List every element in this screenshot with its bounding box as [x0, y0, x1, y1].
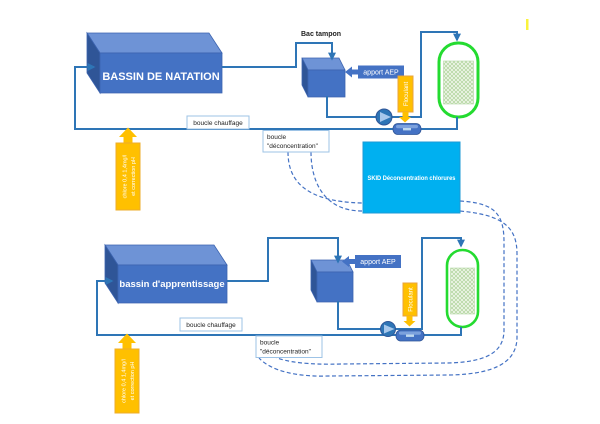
- filter-vessel-bottom: [445, 248, 480, 329]
- filter-vessel-top: [437, 41, 480, 119]
- water-supply-label-bottom: apport AEP: [342, 255, 401, 268]
- pool-apprentissage-box: bassin d'apprentissage: [104, 243, 228, 305]
- pool-natation-label: BASSIN DE NATATION: [102, 71, 219, 83]
- dashed-deconcentration-line-top-1: [287, 151, 364, 204]
- deconcentration-loop-text1-top: boucle: [267, 134, 287, 141]
- heat-exchanger-bottom: [395, 329, 425, 342]
- deconcentration-loop-label-bottom: boucle "déconcentration": [255, 335, 323, 358]
- buffer-tank-box-bottom: [310, 259, 354, 303]
- water-supply-text-top: apport AEP: [363, 70, 399, 77]
- water-supply-text-bottom: apport AEP: [360, 259, 396, 266]
- chlorine-dosing-text1-top: chlore 0,4 1,4mg/l: [123, 155, 129, 199]
- water-supply-label-top: apport AEP: [345, 65, 404, 79]
- chlorine-dosing-text1-bottom: chlore 0,4 1,4mg/l: [122, 359, 128, 403]
- pool-natation-box: BASSIN DE NATATION: [86, 31, 223, 95]
- flocculant-text-top: Floculant: [404, 82, 410, 107]
- chlorine-dosing-tag-bottom: chlore 0,4 1,4mg/l et correction pH: [114, 333, 140, 414]
- pipe-pool-to-buffer-bottom: [227, 237, 342, 282]
- deconcentration-loop-label-top: boucle "déconcentration": [262, 130, 330, 153]
- chlorine-dosing-text2-bottom: et correction pH: [130, 362, 136, 401]
- pipe-return-loop-top: [74, 63, 458, 130]
- pipe-pool-to-buffer-top: [222, 42, 336, 68]
- flocculant-tag-bottom: Floculant: [402, 282, 418, 327]
- circulation-pump-icon-bottom: [380, 321, 396, 337]
- circulation-pump-icon-top: [375, 108, 393, 126]
- chlorine-dosing-text2-top: et correction pH: [131, 157, 137, 196]
- dashed-deconcentration-line-right-2: [258, 210, 518, 377]
- heating-loop-text-top: boucle chauffage: [193, 120, 243, 127]
- pipe-return-loop-bottom: [96, 277, 462, 336]
- deconcentration-loop-text2-top: "déconcentration": [267, 143, 319, 150]
- heating-loop-text-bottom: boucle chauffage: [186, 322, 236, 329]
- heating-loop-label-top: boucle chauffage: [186, 115, 250, 130]
- stray-yellow-mark: [526, 19, 529, 30]
- pipe-buffer-to-filter-bottom: [337, 237, 465, 330]
- deconcentration-loop-text2-bottom: "déconcentration": [260, 349, 312, 356]
- heat-exchanger-top: [392, 123, 422, 135]
- chlorine-dosing-tag-top: chlore 0,4 1,4mg/l et correction pH: [115, 127, 141, 211]
- deconcentration-loop-text1-bottom: boucle: [260, 340, 280, 347]
- dashed-deconcentration-line-top-2: [310, 151, 363, 212]
- pipe-buffer-to-filter-top: [326, 31, 461, 118]
- heating-loop-label-bottom: boucle chauffage: [179, 317, 243, 332]
- pool-apprentissage-label: bassin d'apprentissage: [119, 279, 224, 290]
- buffer-tank-label-top: Bac tampon: [301, 31, 341, 38]
- skid-label: SKID Déconcentration chlorures: [368, 175, 456, 182]
- buffer-tank-box-top: [301, 57, 346, 98]
- flocculant-text-bottom: Floculant: [409, 287, 415, 312]
- flocculant-tag-top: Floculant: [397, 75, 414, 123]
- skid-deconcentration-box: SKID Déconcentration chlorures: [362, 141, 461, 214]
